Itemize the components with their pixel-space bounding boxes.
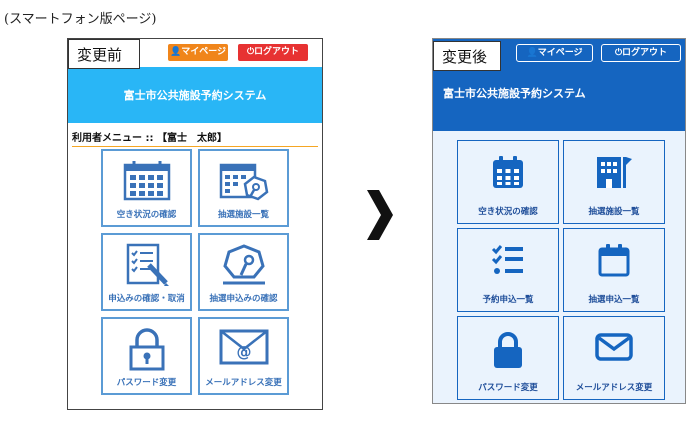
tile-label: メールアドレス変更	[205, 378, 282, 388]
tile-label: 抽選申込一覧	[588, 295, 640, 305]
tile-label: 抽選施設一覧	[217, 210, 269, 220]
checklist-pencil-icon	[126, 243, 169, 286]
tile-label: 申込みの確認・取消	[108, 294, 185, 304]
before-label: 変更前	[68, 39, 140, 69]
checklist-icon	[491, 245, 523, 274]
lottery-icon	[222, 244, 265, 285]
tile-label: パスワード変更	[116, 378, 177, 388]
svg-text:@: @	[236, 343, 251, 361]
before-tile-password-change[interactable]: パスワード変更	[101, 317, 192, 395]
after-tile-reservation-list[interactable]: 予約申込一覧	[457, 228, 559, 312]
before-tile-email-change[interactable]: @ メールアドレス変更	[198, 317, 289, 395]
after-tile-email-change[interactable]: メールアドレス変更	[563, 316, 665, 400]
after-phone-screen: 変更後 👤マイページ ⏻ログアウト 富士市公共施設予約システム 空き状況の確認	[432, 38, 686, 404]
calendar-icon	[493, 156, 523, 188]
after-tile-password-change[interactable]: パスワード変更	[457, 316, 559, 400]
calendar-blank-icon	[598, 244, 630, 277]
after-logout-button[interactable]: ⏻ログアウト	[601, 44, 681, 62]
after-mypage-button[interactable]: 👤マイページ	[516, 44, 593, 62]
tile-label: 抽選申込みの確認	[209, 294, 278, 304]
tile-label: 空き状況の確認	[478, 207, 538, 217]
before-user-menu: 利用者メニュー :: 【富士 太郎】	[72, 129, 318, 147]
mail-icon: @	[219, 329, 268, 365]
transition-arrow-icon	[367, 190, 393, 240]
tile-label: パスワード変更	[478, 383, 538, 393]
tile-label: 抽選施設一覧	[588, 207, 640, 217]
tile-label: メールアドレス変更	[575, 383, 653, 393]
before-tile-lottery-facilities[interactable]: 抽選施設一覧	[198, 149, 289, 227]
calendar-lottery-icon	[219, 163, 268, 201]
before-site-title: 富士市公共施設予約システム	[123, 89, 267, 102]
tile-label: 予約申込一覧	[482, 295, 534, 305]
mail-icon	[595, 333, 633, 361]
tile-label: 空き状況の確認	[116, 210, 177, 220]
before-logout-button[interactable]: ⏻ログアウト	[238, 44, 308, 61]
lock-icon	[129, 328, 164, 371]
before-tile-lottery-confirm[interactable]: 抽選申込みの確認	[198, 233, 289, 311]
before-phone-screen: 変更前 👤マイページ ⏻ログアウト 富士市公共施設予約システム 利用者メニュー …	[67, 38, 323, 410]
after-tile-lottery-list[interactable]: 抽選申込一覧	[563, 228, 665, 312]
after-tile-availability[interactable]: 空き状況の確認	[457, 140, 559, 224]
page-caption: (スマートフォン版ページ)	[4, 12, 157, 27]
before-tile-reservation-confirm[interactable]: 申込みの確認・取消	[101, 233, 192, 311]
after-label: 変更後	[433, 41, 501, 71]
after-tile-lottery-facilities[interactable]: 抽選施設一覧	[563, 140, 665, 224]
lock-icon	[494, 332, 522, 368]
building-flag-icon	[597, 157, 632, 188]
before-mypage-button[interactable]: 👤マイページ	[168, 44, 228, 61]
after-site-title: 富士市公共施設予約システム	[443, 87, 586, 100]
before-tile-availability[interactable]: 空き状況の確認	[101, 149, 192, 227]
calendar-icon	[123, 161, 170, 201]
